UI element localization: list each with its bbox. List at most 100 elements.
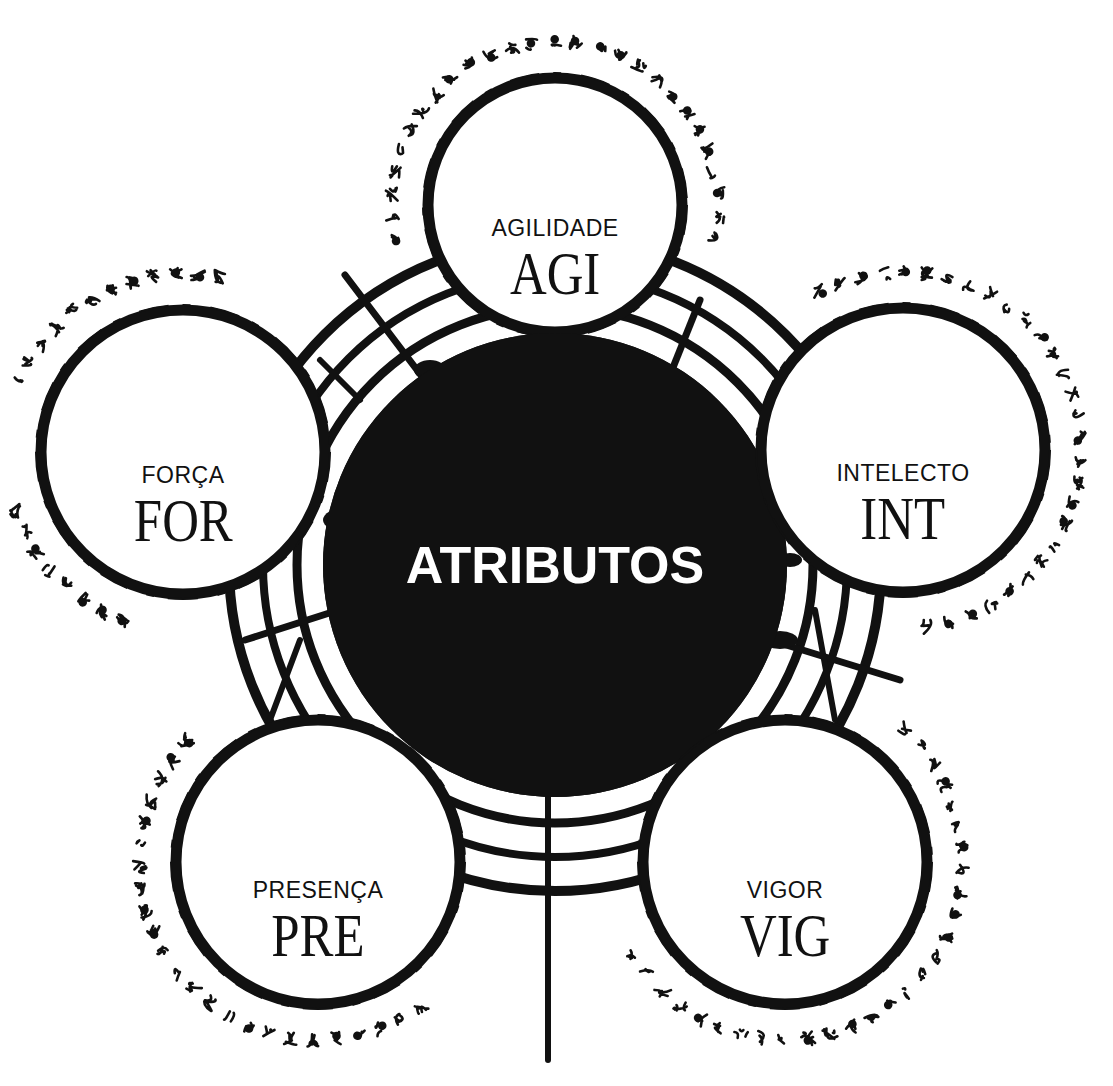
rune-stroke bbox=[944, 615, 954, 629]
text-group: PRESENÇAPRE bbox=[170, 878, 466, 965]
rune-stroke bbox=[1057, 516, 1072, 531]
rune-glyph bbox=[191, 270, 205, 282]
rune-glyph bbox=[146, 924, 162, 940]
rune-stroke bbox=[8, 504, 23, 519]
rune-stroke bbox=[125, 274, 139, 289]
rune-glyph bbox=[414, 1001, 428, 1015]
rune-glyph bbox=[640, 965, 653, 978]
rune-glyphs bbox=[8, 36, 1086, 1047]
circle-border bbox=[176, 720, 460, 1004]
rune-glyph bbox=[680, 105, 694, 119]
rune-dot bbox=[333, 1033, 340, 1040]
rune-glyph bbox=[137, 816, 151, 830]
circle-border bbox=[41, 310, 325, 594]
rune-glyph bbox=[64, 303, 77, 316]
rune-glyph bbox=[952, 822, 961, 832]
rune-glyph bbox=[931, 950, 944, 964]
rune-stroke bbox=[915, 968, 928, 981]
rune-dot bbox=[1060, 517, 1068, 525]
radial-stroke bbox=[320, 360, 360, 400]
center-title: ATRIBUTOS bbox=[406, 539, 705, 591]
rune-glyph bbox=[156, 945, 169, 956]
rune-glyph bbox=[844, 1020, 859, 1036]
rune-stroke bbox=[880, 267, 891, 280]
rune-glyph bbox=[778, 1035, 784, 1043]
rune-stroke bbox=[778, 1035, 784, 1043]
rune-dot bbox=[1069, 502, 1077, 510]
rune-glyph bbox=[386, 214, 399, 220]
rune-stroke bbox=[224, 1010, 235, 1023]
rune-glyph bbox=[1074, 431, 1086, 444]
rune-glyph bbox=[185, 979, 202, 996]
rune-stroke bbox=[844, 1020, 859, 1036]
rune-glyph bbox=[354, 1031, 366, 1040]
rune-stroke bbox=[14, 377, 22, 382]
rune-stroke bbox=[936, 776, 953, 792]
circle-outline bbox=[35, 304, 331, 600]
rune-dot bbox=[617, 51, 625, 59]
rune-glyph bbox=[27, 544, 44, 561]
rune-stroke bbox=[708, 232, 718, 242]
rune-stroke bbox=[389, 165, 401, 179]
rune-stroke bbox=[832, 276, 848, 290]
rune-dot bbox=[107, 285, 115, 293]
rune-glyph bbox=[462, 57, 475, 69]
rune-stroke bbox=[135, 882, 146, 896]
rune-glyph bbox=[1057, 516, 1072, 531]
rune-stroke bbox=[1073, 409, 1084, 418]
rune-stroke bbox=[35, 338, 49, 352]
rune-glyph bbox=[47, 319, 64, 336]
rune-stroke bbox=[733, 1028, 748, 1040]
attribute-circle: AGILIDADEAGI bbox=[422, 72, 688, 338]
rune-stroke bbox=[984, 287, 998, 302]
rune-glyph bbox=[712, 1021, 724, 1033]
rune-stroke bbox=[402, 121, 417, 137]
attribute-name: VIGOR bbox=[747, 878, 824, 903]
rune-glyph bbox=[412, 102, 429, 120]
rune-stroke bbox=[385, 187, 398, 201]
attribute-abbreviation: INT bbox=[861, 487, 946, 549]
rune-dot bbox=[378, 1022, 386, 1030]
rune-glyph bbox=[596, 43, 607, 52]
rune-stroke bbox=[1001, 304, 1011, 314]
rune-stroke bbox=[143, 795, 159, 810]
rune-stroke bbox=[963, 280, 977, 294]
rune-glyph bbox=[483, 47, 498, 62]
center-circle: ATRIBUTOS bbox=[323, 333, 787, 797]
attribute-abbreviation: PRE bbox=[271, 904, 364, 966]
rune-stroke bbox=[920, 267, 933, 281]
rune-dot bbox=[467, 58, 475, 66]
text-group: VIGORVIG bbox=[637, 878, 933, 965]
attribute-circle: FORÇAFOR bbox=[35, 304, 331, 600]
rune-dot bbox=[819, 289, 827, 297]
rune-stroke bbox=[138, 904, 153, 920]
rune-glyph bbox=[525, 38, 538, 50]
rune-glyph bbox=[1065, 388, 1078, 402]
rune-stroke bbox=[462, 57, 475, 69]
rune-stroke bbox=[133, 861, 146, 874]
rune-dot bbox=[954, 892, 961, 899]
rune-glyph bbox=[21, 524, 33, 538]
rune-stroke bbox=[918, 740, 927, 750]
rune-dot bbox=[392, 237, 399, 244]
rune-glyph bbox=[212, 270, 225, 283]
rune-glyph bbox=[163, 753, 180, 770]
rune-glyph bbox=[1049, 542, 1059, 552]
rune-glyph bbox=[915, 968, 928, 981]
rune-glyph bbox=[897, 721, 913, 736]
rune-glyph bbox=[202, 995, 219, 1012]
rune-stroke bbox=[1056, 368, 1071, 382]
rune-glyph bbox=[284, 1032, 298, 1046]
rune-glyph bbox=[918, 740, 927, 750]
rune-stroke bbox=[20, 354, 34, 368]
rune-stroke bbox=[946, 802, 955, 812]
rune-glyph bbox=[692, 122, 707, 136]
rune-stroke bbox=[136, 840, 145, 846]
rune-dot bbox=[118, 617, 126, 625]
rune-stroke bbox=[244, 1022, 254, 1034]
rune-glyph bbox=[950, 908, 962, 919]
rune-glyph bbox=[626, 950, 636, 960]
attribute-name: INTELECTO bbox=[836, 461, 969, 486]
attribute-abbreviation: AGI bbox=[510, 242, 600, 304]
rune-stroke bbox=[650, 73, 665, 88]
